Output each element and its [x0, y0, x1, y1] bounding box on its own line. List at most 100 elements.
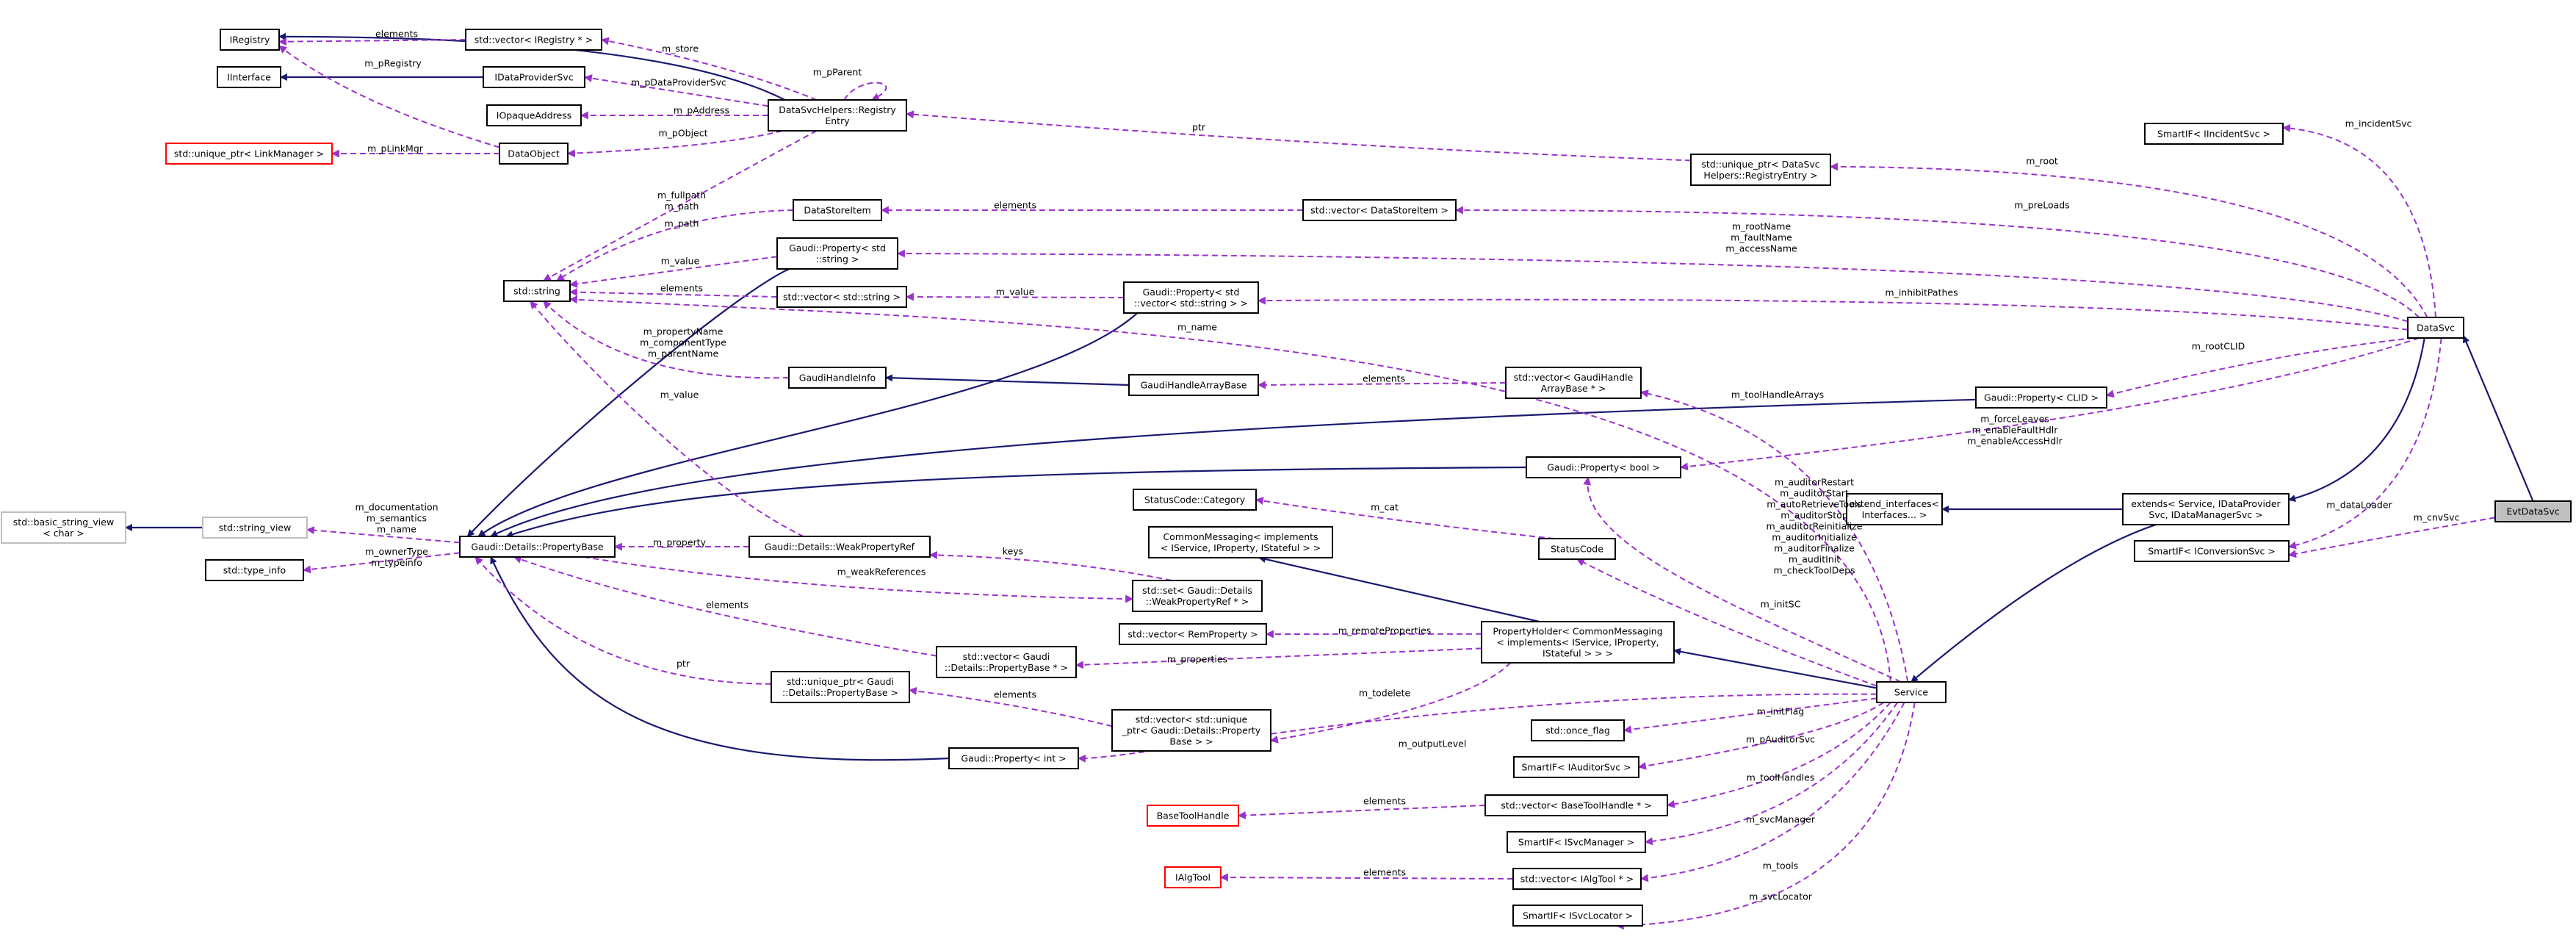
inherit-gaudihandlearraybase — [885, 374, 1130, 386]
class-node-datastoreitem[interactable]: DataStoreItem — [793, 199, 882, 221]
class-node-std-string[interactable]: std::string — [503, 280, 571, 302]
class-node-smartif-iincidentsvc[interactable]: SmartIF< IIncidentSvc > — [2144, 123, 2284, 145]
class-node-type-info[interactable]: std::type_info — [205, 559, 304, 581]
class-node-label: IDataProviderSvc — [494, 72, 573, 83]
edge-label-propertybase-std-string: m_value — [660, 389, 699, 400]
class-node-commonmessaging[interactable]: CommonMessaging< implements< IService, I… — [1148, 526, 1333, 558]
class-node-label: extends< Service, IDataProvider — [2131, 498, 2281, 509]
edge-uptr-registryentry-registry — [905, 110, 1692, 162]
class-node-prop-int[interactable]: Gaudi::Property< int > — [948, 747, 1079, 769]
edge-label-text: elements — [994, 200, 1036, 211]
class-node-vec-datastoreitem[interactable]: std::vector< DataStoreItem > — [1302, 199, 1457, 221]
class-node-dataobject[interactable]: DataObject — [499, 143, 569, 165]
edge-label-text: m_forceLeaves — [1980, 414, 2049, 425]
class-node-box — [1147, 805, 1239, 827]
class-node-set-weakpropertyref[interactable]: std::set< Gaudi::Details::WeakPropertyRe… — [1132, 580, 1263, 612]
class-node-extend-interfaces[interactable]: extend_interfaces<Interfaces... > — [1846, 493, 1943, 525]
edge-registry-idataprovidersvc — [583, 74, 769, 107]
class-node-statuscode-category[interactable]: StatusCode::Category — [1133, 489, 1257, 511]
class-node-label: IStateful > > > — [1543, 648, 1613, 659]
class-node-iinterface[interactable]: IInterface — [217, 66, 281, 88]
class-node-smartif-iconversionsvc[interactable]: SmartIF< IConversionSvc > — [2134, 540, 2290, 562]
class-node-smartif-isvclocator[interactable]: SmartIF< ISvcLocator > — [1512, 905, 1643, 927]
class-node-box — [483, 66, 585, 88]
class-node-box — [2407, 317, 2464, 339]
class-node-label: < IService, IProperty, IStateful > > — [1161, 542, 1321, 553]
class-node-vec-uptr-property[interactable]: std::vector< std::unique_ptr< Gaudi::Det… — [1111, 709, 1271, 752]
edge-registry-vec-iregistry — [600, 37, 818, 101]
class-node-vec-propertybase[interactable]: std::vector< Gaudi::Details::PropertyBas… — [936, 646, 1077, 678]
class-node-statuscode[interactable]: StatusCode — [1538, 538, 1616, 560]
edge-label-text: m_preLoads — [2014, 200, 2069, 211]
class-node-label: std::vector< Gaudi — [963, 651, 1050, 662]
class-node-uptr-linkmanager[interactable]: std::unique_ptr< LinkManager > — [165, 143, 333, 165]
edge-label-vec-gaudihandle-gaudihandle: elements — [1363, 373, 1405, 384]
edge-prop-vec-string-vec-string — [905, 292, 1125, 301]
class-node-service[interactable]: Service — [1876, 681, 1947, 703]
edge-label-text: m_pParent — [813, 67, 862, 78]
class-node-box — [486, 104, 582, 126]
class-node-datasvc[interactable]: DataSvc — [2407, 317, 2464, 339]
class-node-vec-iregistry[interactable]: std::vector< IRegistry * > — [465, 29, 602, 51]
class-node-smartif-iauditorsvc[interactable]: SmartIF< IAuditorSvc > — [1513, 756, 1639, 778]
class-node-vec-basetoolhandle[interactable]: std::vector< BaseToolHandle * > — [1484, 794, 1668, 816]
class-node-vec-string[interactable]: std::vector< std::string > — [776, 286, 907, 308]
class-node-idataprovidersvc[interactable]: IDataProviderSvc — [483, 66, 585, 88]
edge-datasvc-prop-clid — [2105, 337, 2414, 398]
class-node-prop-vec-string[interactable]: Gaudi::Property< std::vector< std::strin… — [1123, 281, 1259, 314]
edge-label-weakpropertyref-propertybase: m_property — [653, 537, 707, 548]
edge-prop-string-std-string — [569, 256, 778, 288]
class-node-iregistry[interactable]: IRegistry — [220, 29, 280, 51]
class-node-extends-service[interactable]: extends< Service, IDataProviderSvc, IDat… — [2122, 493, 2290, 525]
edge-service-vec-ialgtool — [1639, 702, 1905, 882]
class-node-prop-string[interactable]: Gaudi::Property< std::string > — [776, 237, 898, 270]
edge-label-text: elements — [1363, 373, 1405, 384]
class-node-box — [1512, 905, 1643, 927]
class-node-box — [2134, 540, 2290, 562]
edge-label-service-isvcmanager: m_svcManager — [1746, 814, 1816, 825]
class-node-gaudihandleinfo[interactable]: GaudiHandleInfo — [788, 367, 887, 389]
class-node-evtdatasvc[interactable]: EvtDataSvc — [2494, 500, 2572, 522]
class-node-registry-entry[interactable]: DataSvcHelpers::RegistryEntry — [768, 99, 907, 132]
class-node-string-view[interactable]: std::string_view — [202, 517, 308, 539]
class-node-label: std::vector< BaseToolHandle * > — [1501, 800, 1651, 811]
edge-label-text: m_value — [661, 256, 700, 267]
class-node-prop-bool[interactable]: Gaudi::Property< bool > — [1526, 456, 1681, 478]
edge-label-service-vec-ialgtool: m_tools — [1763, 860, 1799, 871]
class-node-propertybase[interactable]: Gaudi::Details::PropertyBase — [459, 536, 616, 558]
edge-propertybase-set-weakpropertyref — [583, 556, 1134, 603]
class-node-propertyholder[interactable]: PropertyHolder< CommonMessaging< impleme… — [1481, 621, 1675, 664]
class-node-vec-ialgtool[interactable]: std::vector< IAlgTool * > — [1512, 868, 1642, 890]
class-node-basetoolhandle[interactable]: BaseToolHandle — [1147, 805, 1239, 827]
class-node-box — [220, 29, 280, 51]
edge-label-registry-idataprovidersvc: m_pDataProviderSvc — [631, 77, 726, 88]
class-node-smartif-isvcmanager[interactable]: SmartIF< ISvcManager > — [1507, 831, 1646, 853]
edge-label-text: m_value — [660, 389, 699, 400]
class-node-label: CommonMessaging< implements — [1163, 531, 1318, 542]
class-node-vec-remproperty[interactable]: std::vector< RemProperty > — [1119, 623, 1267, 645]
edge-label-text: ptr — [677, 658, 690, 669]
class-node-iopaqueaddress[interactable]: IOpaqueAddress — [486, 104, 582, 126]
edge-uptr-propertybase-propertybase — [475, 556, 772, 685]
class-node-label: SmartIF< IAuditorSvc > — [1521, 762, 1631, 773]
class-node-basic-string-view[interactable]: std::basic_string_view< char > — [1, 511, 126, 544]
class-node-vec-gaudihandlearraybase[interactable]: std::vector< GaudiHandleArrayBase * > — [1505, 367, 1642, 399]
class-node-gaudihandlearraybase[interactable]: GaudiHandleArrayBase — [1128, 374, 1259, 396]
class-node-uptr-propertybase[interactable]: std::unique_ptr< Gaudi::Details::Propert… — [771, 671, 910, 703]
edge-label-text: m_path — [665, 201, 699, 212]
class-node-label: std::vector< std::unique — [1136, 714, 1248, 725]
class-node-box — [503, 280, 571, 302]
class-node-weakpropertyref[interactable]: Gaudi::Details::WeakPropertyRef — [748, 536, 931, 558]
class-node-ialgtool[interactable]: IAlgTool — [1164, 866, 1222, 888]
class-node-uptr-registryentry[interactable]: std::unique_ptr< DataSvcHelpers::Registr… — [1690, 154, 1831, 186]
class-node-box — [1119, 623, 1267, 645]
class-node-std-once-flag[interactable]: std::once_flag — [1531, 719, 1625, 741]
edge-propertybase-type-info — [302, 552, 461, 574]
class-node-prop-clid[interactable]: Gaudi::Property< CLID > — [1975, 386, 2107, 409]
class-node-box — [1876, 681, 1947, 703]
edge-label-propertyholder-vec-remproperty: m_remoteProperties — [1338, 625, 1432, 636]
edge-service-vec-gaudihandle — [1639, 389, 1909, 683]
